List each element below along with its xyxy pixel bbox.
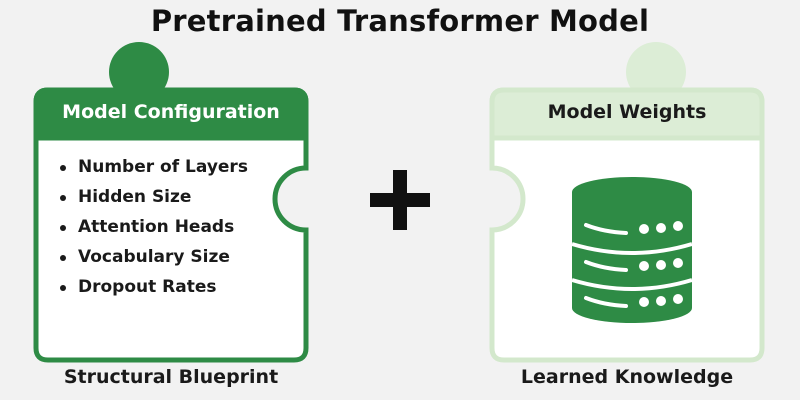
config-puzzle-piece (33, 42, 309, 363)
diagram-title: Pretrained Transformer Model (150, 4, 650, 38)
bullet-icon (60, 225, 66, 231)
config-item: Attention Heads (58, 214, 248, 244)
config-caption: Structural Blueprint (63, 366, 279, 388)
weights-header: Model Weights (547, 101, 707, 123)
config-item: Dropout Rates (58, 274, 248, 304)
config-item-list: Number of Layers Hidden Size Attention H… (58, 154, 248, 304)
weights-caption: Learned Knowledge (520, 366, 734, 388)
database-icon (571, 177, 693, 323)
bullet-icon (60, 285, 66, 291)
bullet-icon (60, 165, 66, 171)
config-top-knob (109, 42, 169, 102)
config-header: Model Configuration (62, 101, 280, 123)
weights-header-band (489, 87, 765, 141)
config-item: Hidden Size (58, 184, 248, 214)
bullet-icon (60, 195, 66, 201)
plus-icon (370, 170, 430, 230)
config-item: Vocabulary Size (58, 244, 248, 274)
bullet-icon (60, 255, 66, 261)
config-item: Number of Layers (58, 154, 248, 184)
weights-top-knob (626, 42, 686, 102)
config-header-band (33, 87, 309, 141)
